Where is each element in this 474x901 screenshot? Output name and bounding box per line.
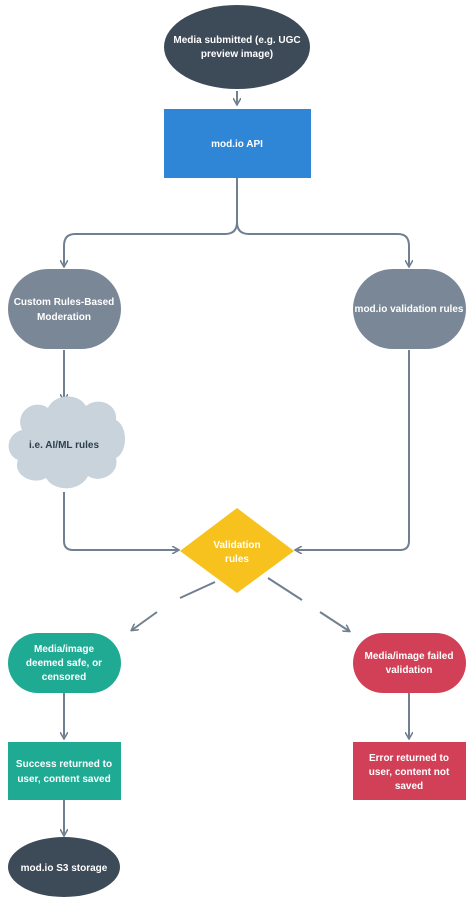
node-custom-rules: Custom Rules-Based Moderation	[8, 269, 121, 349]
edge-validation-to-safe-arrow	[132, 611, 158, 630]
node-api-shape	[164, 109, 311, 178]
node-storage-shape	[8, 837, 120, 897]
node-api-label: mod.io API	[211, 139, 263, 150]
node-validation-line2: rules	[225, 554, 249, 565]
node-failed-line2: validation	[386, 665, 433, 676]
node-validation-shape	[180, 508, 294, 593]
edge-validation-to-safe	[179, 581, 216, 599]
edge-ai-to-validation	[63, 492, 178, 550]
node-modio-validation-rules-label: mod.io validation rules	[355, 304, 464, 315]
node-safe: Media/image deemed safe, or censored	[8, 633, 121, 693]
node-safe-line2: deemed safe, or	[26, 658, 102, 669]
node-custom-rules-line1: Custom Rules-Based	[14, 297, 115, 308]
node-error: Error returned to user, content not save…	[353, 742, 466, 800]
cloud-shape	[8, 396, 125, 489]
node-storage: mod.io S3 storage	[8, 837, 120, 897]
node-modio-validation-rules-shape	[353, 269, 466, 349]
node-error-line3: saved	[395, 781, 423, 792]
node-error-shape	[353, 742, 466, 800]
node-media-submitted: Media submitted (e.g. UGC preview image)	[164, 5, 310, 89]
node-modio-validation-rules: mod.io validation rules	[353, 269, 466, 349]
node-safe-shape	[8, 633, 121, 693]
node-media-submitted-line1: Media submitted (e.g. UGC	[173, 35, 300, 46]
node-safe-line3: censored	[42, 672, 86, 683]
edge-api-split	[64, 178, 238, 266]
edge-validation-to-failed	[267, 577, 303, 601]
node-custom-rules-shape	[8, 269, 121, 349]
node-ai-ml-label: i.e. AI/ML rules	[29, 440, 99, 451]
node-custom-rules-line2: Moderation	[37, 312, 91, 323]
node-success-shape	[8, 742, 121, 800]
node-validation-line1: Validation	[213, 540, 260, 551]
node-failed-line1: Media/image failed	[365, 651, 454, 662]
node-api: mod.io API	[164, 109, 311, 178]
node-error-line2: user, content not	[369, 767, 450, 778]
node-failed-shape	[353, 633, 466, 693]
node-failed: Media/image failed validation	[353, 633, 466, 693]
node-media-submitted-line2: preview image)	[201, 49, 273, 60]
node-error-line1: Error returned to	[369, 753, 449, 764]
node-success: Success returned to user, content saved	[8, 742, 121, 800]
node-media-submitted-shape	[164, 5, 310, 89]
edge-validation-to-failed-arrow	[319, 611, 349, 631]
node-success-line1: Success returned to	[16, 759, 112, 770]
node-ai-ml-cloud: i.e. AI/ML rules	[8, 396, 125, 489]
node-validation-decision: Validation rules	[180, 508, 294, 593]
node-safe-line1: Media/image	[34, 644, 94, 655]
edge-api-to-modio-rules	[236, 221, 409, 266]
edge-modio-to-validation	[296, 350, 410, 550]
node-success-line2: user, content saved	[17, 774, 110, 785]
node-storage-label: mod.io S3 storage	[21, 863, 108, 874]
